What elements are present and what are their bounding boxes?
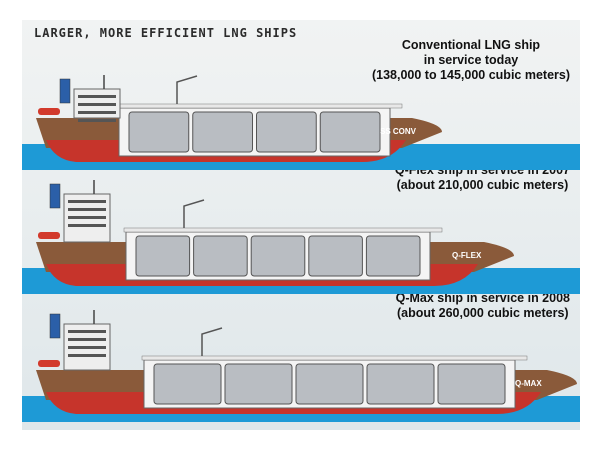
lng-tank [366, 363, 435, 405]
deck [141, 355, 528, 361]
funnel [49, 183, 61, 209]
bridge-windows [68, 200, 106, 203]
lng-tank [135, 235, 191, 277]
bridge-windows [68, 354, 106, 357]
lng-tank [153, 363, 222, 405]
lng-tank [192, 111, 253, 153]
caption-line: Conventional LNG ship [401, 38, 541, 52]
lng-tank [256, 111, 317, 153]
deck [116, 103, 403, 109]
bridge-windows [68, 216, 106, 219]
caption-line: (about 210,000 cubic meters) [396, 178, 569, 192]
lifeboat [38, 360, 60, 367]
hull-label: Q-FLEX [452, 251, 482, 260]
caption-line: (about 260,000 cubic meters) [397, 306, 569, 320]
bridge-windows [68, 208, 106, 211]
bridge-windows [78, 103, 116, 106]
caption-line: in service today [423, 53, 519, 67]
deck [123, 227, 443, 233]
caption-line: (138,000 to 145,000 cubic meters) [371, 68, 570, 82]
bridge-windows [68, 346, 106, 349]
bridge-windows [78, 119, 116, 122]
caption-conventional: Conventional LNG ship in service today (… [372, 38, 570, 83]
lng-ships-infographic: LARGER, MORE EFFICIENT LNG SHIPS Convent… [22, 20, 580, 430]
crane [201, 327, 223, 356]
funnel [59, 78, 71, 104]
bridge-windows [68, 338, 106, 341]
lng-tank [365, 235, 421, 277]
ship-2: Q-MAX [22, 310, 580, 422]
lng-tank [437, 363, 506, 405]
lifeboat [38, 108, 60, 115]
hull-label: SS CONV [380, 127, 417, 136]
lng-tank [250, 235, 306, 277]
ship-1: Q-FLEX [22, 180, 580, 294]
ship-0: SS CONV [22, 75, 580, 170]
lng-tank [295, 363, 364, 405]
bridge-windows [68, 224, 106, 227]
crane [183, 199, 205, 228]
lng-tank [308, 235, 363, 277]
lng-tank [319, 111, 381, 153]
hull-label: Q-MAX [515, 379, 542, 388]
lng-tank [193, 235, 248, 277]
lng-tank [224, 363, 293, 405]
crane [176, 75, 198, 104]
bridge-windows [68, 330, 106, 333]
lifeboat [38, 232, 60, 239]
infographic-title: LARGER, MORE EFFICIENT LNG SHIPS [34, 26, 298, 40]
funnel [49, 313, 61, 339]
caption-qmax: Q-Max ship in service in 2008 (about 260… [396, 291, 570, 321]
bridge-windows [78, 111, 116, 114]
bridge-windows [78, 95, 116, 98]
caption-line: Q-Max ship in service in 2008 [395, 291, 570, 305]
ships-drawing: SS CONV Q-FLEX Q-MAX [22, 75, 580, 422]
lng-tank [128, 111, 190, 153]
